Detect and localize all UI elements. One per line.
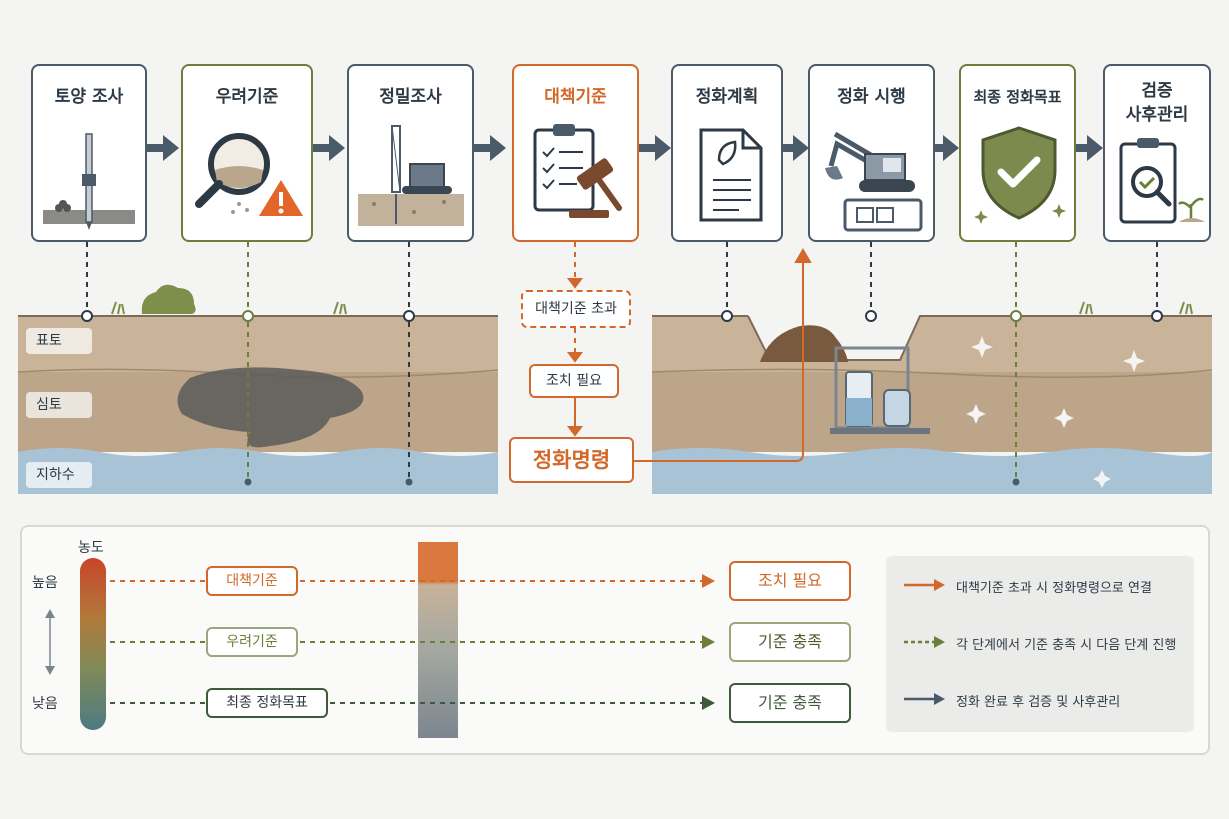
stage-verification-aftercare[interactable]: 검증 사후관리 <box>1103 64 1211 242</box>
clipboard-gavel-icon <box>533 124 622 218</box>
stage-title: 토양 조사 <box>54 87 124 107</box>
stage-final-cleanup-goal[interactable]: 최종 정화목표 <box>959 64 1076 242</box>
shield-check-icon <box>974 126 1066 224</box>
stage-cleanup-plan[interactable]: 정화계획 <box>671 64 783 242</box>
stage-detailed-survey[interactable]: 정밀조사 <box>347 64 474 242</box>
document-leaf-icon <box>699 128 763 222</box>
soil-section-left <box>17 284 499 494</box>
soil-section-right <box>651 301 1213 494</box>
level-concern-standard: 우려기준 <box>206 627 298 657</box>
low-label: 낮음 <box>32 696 58 712</box>
sparkle-icon <box>966 336 1145 488</box>
stage-title: 최종 정화목표 <box>973 88 1062 106</box>
stage-title: 정밀조사 <box>379 87 442 107</box>
excavator-icon <box>825 131 923 232</box>
result-action-required: 조치 필요 <box>729 561 851 601</box>
bush-icon <box>141 284 196 314</box>
concentration-label: 농도 <box>78 540 104 556</box>
contamination-plume <box>177 367 364 448</box>
stage-drop-markers <box>81 310 1163 486</box>
stage-title-line2: 사후관리 <box>1125 105 1189 125</box>
stage-title: 대책기준 <box>544 87 607 107</box>
stage-soil-survey[interactable]: 토양 조사 <box>31 64 147 242</box>
magnifier-warning-icon <box>195 133 303 216</box>
exceed-action-standard-box: 대책기준 초과 <box>521 290 631 328</box>
stage-title: 우려기준 <box>215 87 279 107</box>
high-label: 높음 <box>32 575 58 591</box>
legend-item-proceed: 각 단계에서 기준 충족 시 다음 단계 진행 <box>956 638 1177 653</box>
clipboard-magnifier-icon <box>1119 138 1205 224</box>
legend-item-exceed: 대책기준 초과 시 정화명령으로 연결 <box>956 581 1152 596</box>
stage-drop-lines <box>86 242 1158 482</box>
result-standard-met-2: 기준 충족 <box>729 683 851 723</box>
level-final-goal: 최종 정화목표 <box>206 688 328 718</box>
orange-flow <box>567 242 812 462</box>
layer-label-topsoil: 표토 <box>26 328 92 354</box>
stage-title-line1: 검증 <box>1141 81 1173 101</box>
stage-title: 정화 시행 <box>837 87 906 107</box>
treatment-tank-icon <box>830 346 930 434</box>
drilling-rig-icon <box>358 125 464 226</box>
stage-cleanup-execution[interactable]: 정화 시행 <box>808 64 935 242</box>
layer-label-groundwater: 지하수 <box>26 462 92 488</box>
soil-probe-icon <box>43 133 135 230</box>
level-action-standard: 대책기준 <box>206 566 298 596</box>
action-required-box: 조치 필요 <box>529 364 619 398</box>
stage-action-standard[interactable]: 대책기준 <box>512 64 639 242</box>
result-standard-met-1: 기준 충족 <box>729 622 851 662</box>
legend-item-aftercare: 정화 완료 후 검증 및 사후관리 <box>956 695 1121 710</box>
stage-title: 정화계획 <box>695 87 759 107</box>
stage-concern-standard[interactable]: 우려기준 <box>181 64 313 242</box>
stage-arrows <box>147 135 1103 161</box>
layer-label-subsoil: 심토 <box>26 392 92 418</box>
cleanup-order-box[interactable]: 정화명령 <box>509 437 634 483</box>
